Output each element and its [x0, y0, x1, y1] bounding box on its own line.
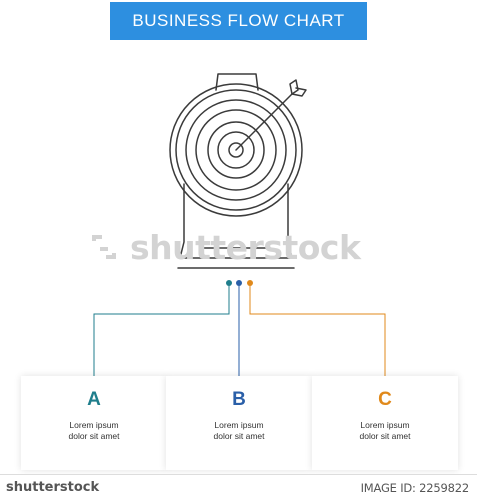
step-text-b: Lorem ipsum dolor sit amet — [166, 420, 312, 442]
step-b-line2: dolor sit amet — [213, 431, 265, 441]
step-letter-c: C — [378, 389, 392, 410]
step-c-line1: Lorem ipsum — [360, 420, 410, 430]
footer-brand: shutterstock — [6, 480, 100, 495]
step-card-a: A Lorem ipsum dolor sit amet — [21, 376, 167, 470]
step-text-c: Lorem ipsum dolor sit amet — [312, 420, 458, 442]
connector-a — [93, 283, 230, 380]
step-letter-a: A — [87, 389, 101, 410]
step-a-line1: Lorem ipsum — [69, 420, 119, 430]
connector-c — [249, 283, 386, 380]
dot-a — [226, 280, 232, 286]
step-text-a: Lorem ipsum dolor sit amet — [21, 420, 167, 442]
footer-image-id: IMAGE ID: 2259822 — [360, 481, 470, 495]
step-b-line1: Lorem ipsum — [214, 420, 264, 430]
step-a-line2: dolor sit amet — [68, 431, 120, 441]
footer-bar: shutterstock IMAGE ID: 2259822 — [0, 474, 477, 501]
dot-c — [247, 280, 253, 286]
watermark: shutterstock — [88, 227, 361, 267]
step-letter-b: B — [232, 389, 246, 410]
step-card-c: C Lorem ipsum dolor sit amet — [312, 376, 458, 470]
watermark-text: shutterstock — [130, 227, 361, 267]
step-c-line2: dolor sit amet — [359, 431, 411, 441]
banner-title: BUSINESS FLOW CHART — [132, 11, 345, 30]
dot-b — [236, 280, 242, 286]
target-arrow-icon — [158, 62, 320, 287]
title-banner: BUSINESS FLOW CHART — [110, 2, 367, 40]
shutterstock-logo-icon — [92, 235, 116, 259]
step-card-b: B Lorem ipsum dolor sit amet — [166, 376, 312, 470]
